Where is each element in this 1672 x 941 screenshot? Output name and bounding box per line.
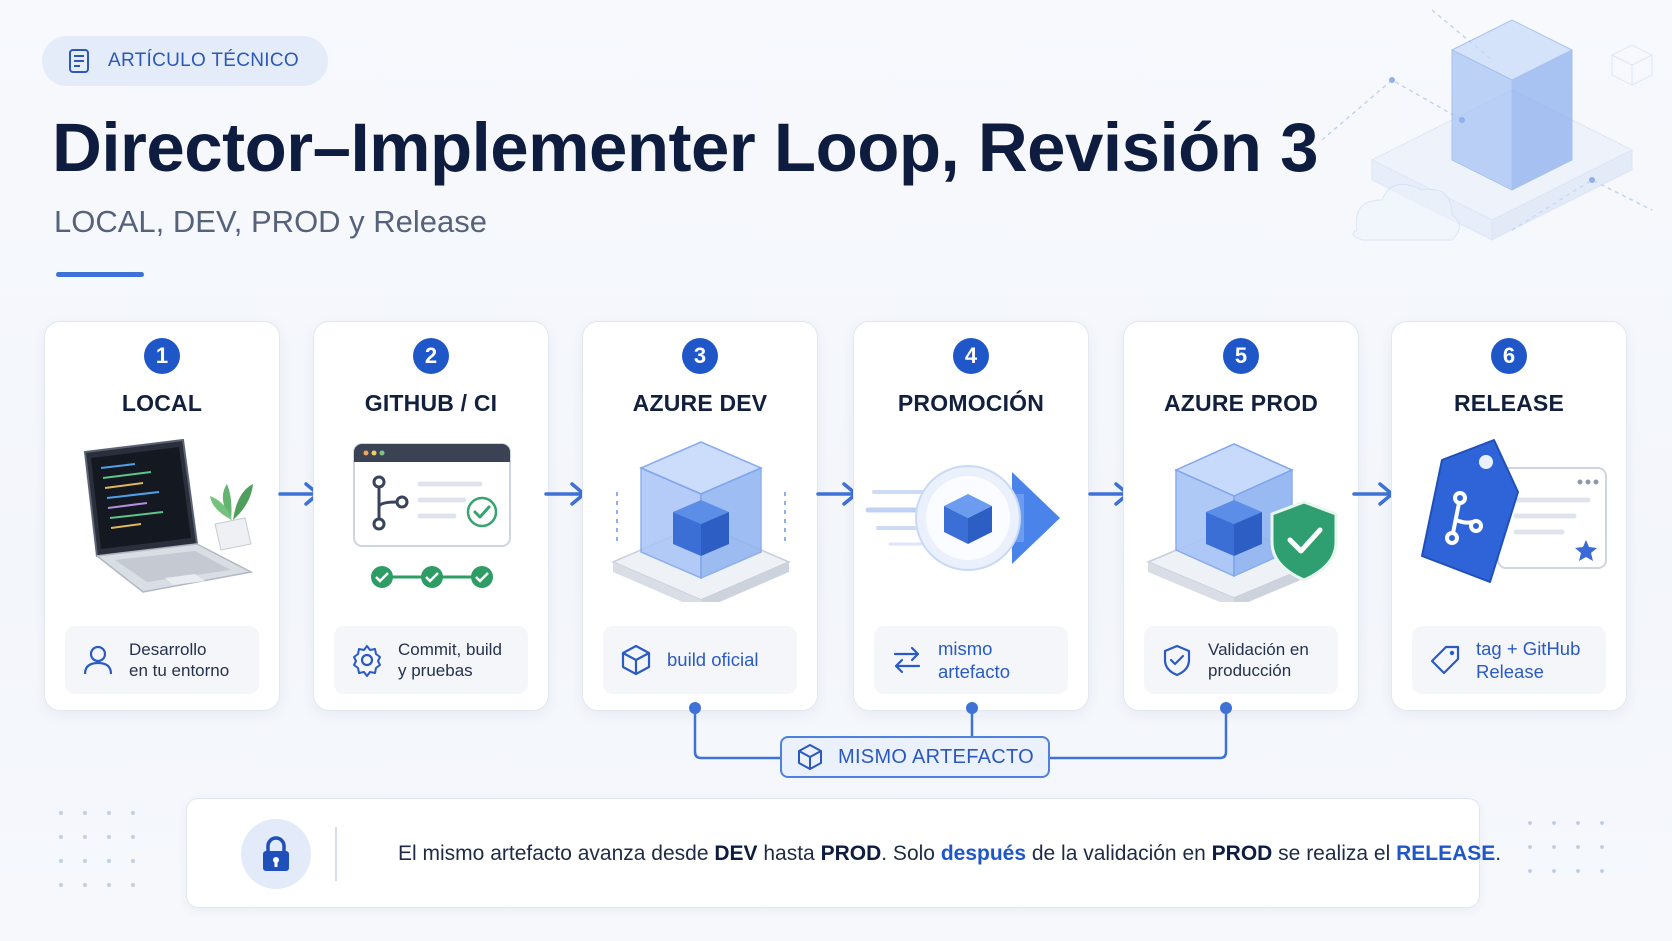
- step-footer-line1: Desarrollo: [129, 639, 207, 659]
- step-footer: Validación en producción: [1144, 626, 1338, 694]
- step-footer-line1: build oficial: [667, 649, 759, 671]
- step-footer: tag + GitHub Release: [1412, 626, 1606, 694]
- step-number: 6: [1491, 338, 1527, 374]
- article-badge: ARTÍCULO TÉCNICO: [42, 36, 328, 86]
- page-title: Director–Implementer Loop, Revisión 3: [52, 109, 1319, 186]
- release-tag-icon: [1421, 439, 1607, 583]
- step-card-release: 6 RELEASE tag + GitHub Release: [1391, 321, 1627, 711]
- step-footer: mismo artefacto: [874, 626, 1068, 694]
- note-prod: PROD: [1211, 842, 1273, 865]
- isometric-building-illustration: [1321, 9, 1654, 241]
- step-card-github-ci: 2 GITHUB / CI: [313, 321, 549, 711]
- step-footer-line2: y pruebas: [398, 661, 473, 680]
- step-number: 5: [1223, 338, 1259, 374]
- step-footer-line2: Release: [1476, 661, 1544, 682]
- note-part: .: [1495, 842, 1502, 865]
- cube-icon: [621, 644, 651, 676]
- step-footer: Commit, build y pruebas: [334, 626, 528, 694]
- note-part: hasta: [757, 842, 821, 865]
- step-title: RELEASE: [1453, 390, 1565, 416]
- step-number: 4: [953, 338, 989, 374]
- same-artifact-text: MISMO ARTEFACTO: [837, 745, 1034, 768]
- cube-icon: [797, 744, 822, 770]
- note-despues: después: [940, 842, 1027, 865]
- note-divider: [335, 827, 337, 881]
- page-subtitle: LOCAL, DEV, PROD y Release: [54, 204, 488, 239]
- note-part: El mismo artefacto avanza desde: [398, 842, 715, 865]
- gear-icon: [353, 645, 381, 677]
- lock-icon-circle: [241, 819, 311, 889]
- note-part: de la validación en: [1026, 842, 1212, 865]
- step-footer-line1: Commit, build: [398, 639, 502, 659]
- step-number: 2: [413, 338, 449, 374]
- shield-check-icon: [1163, 644, 1191, 677]
- document-icon: [69, 49, 89, 73]
- step-footer-line1: tag + GitHub: [1476, 637, 1581, 659]
- note-release: RELEASE: [1396, 842, 1496, 865]
- step-footer-line2: en tu entorno: [129, 661, 230, 680]
- step-card-local: 1 LOCAL Desarrollo en tu e: [44, 321, 280, 711]
- promotion-arrow-icon: [865, 465, 1060, 571]
- summary-note: El mismo artefacto avanza desde DEV hast…: [186, 798, 1501, 908]
- tag-icon: [1430, 645, 1460, 675]
- step-footer: build oficial: [603, 626, 797, 694]
- step-footer: Desarrollo en tu entorno: [65, 626, 259, 694]
- cube-platform-icon: [611, 441, 791, 602]
- step-card-promocion: 4 PROMOCIÓN mismo artefacto: [853, 321, 1089, 711]
- step-title: LOCAL: [121, 390, 203, 416]
- note-dev: DEV: [714, 842, 758, 865]
- same-artifact-label: MISMO ARTEFACTO: [780, 736, 1050, 778]
- step-title: PROMOCIÓN: [897, 390, 1045, 416]
- badge-label: ARTÍCULO TÉCNICO: [108, 50, 299, 71]
- note-part: . Solo: [881, 842, 941, 865]
- step-number: 1: [144, 338, 180, 374]
- step-footer-line2: producción: [1208, 661, 1292, 680]
- note-part: se realiza el: [1272, 842, 1397, 865]
- step-card-azure-dev: 3 AZURE DEV build oficial: [582, 321, 818, 711]
- step-card-azure-prod: 5 AZURE PROD Validación en producción: [1123, 321, 1359, 711]
- ci-pipeline-icon: [353, 443, 511, 588]
- user-icon: [83, 645, 113, 675]
- cube-shield-icon: [1146, 443, 1338, 602]
- title-underline: [56, 272, 144, 277]
- artifact-connector-lines: [689, 702, 1232, 760]
- step-title: GITHUB / CI: [364, 390, 498, 416]
- step-number: 3: [682, 338, 718, 374]
- step-footer-line1: Validación en: [1208, 639, 1309, 659]
- step-footer-line1: mismo artefacto: [938, 637, 1010, 682]
- step-title: AZURE DEV: [632, 390, 768, 416]
- note-text: El mismo artefacto avanza desde DEV hast…: [363, 799, 1501, 909]
- lock-icon: [263, 836, 289, 871]
- dot-pattern: [59, 811, 135, 887]
- swap-arrows-icon: [893, 646, 921, 674]
- laptop-icon: [83, 438, 254, 593]
- dot-pattern: [1528, 821, 1604, 873]
- note-prod: PROD: [820, 842, 882, 865]
- arrow-right-icon: [1352, 482, 1394, 506]
- step-title: AZURE PROD: [1163, 390, 1319, 416]
